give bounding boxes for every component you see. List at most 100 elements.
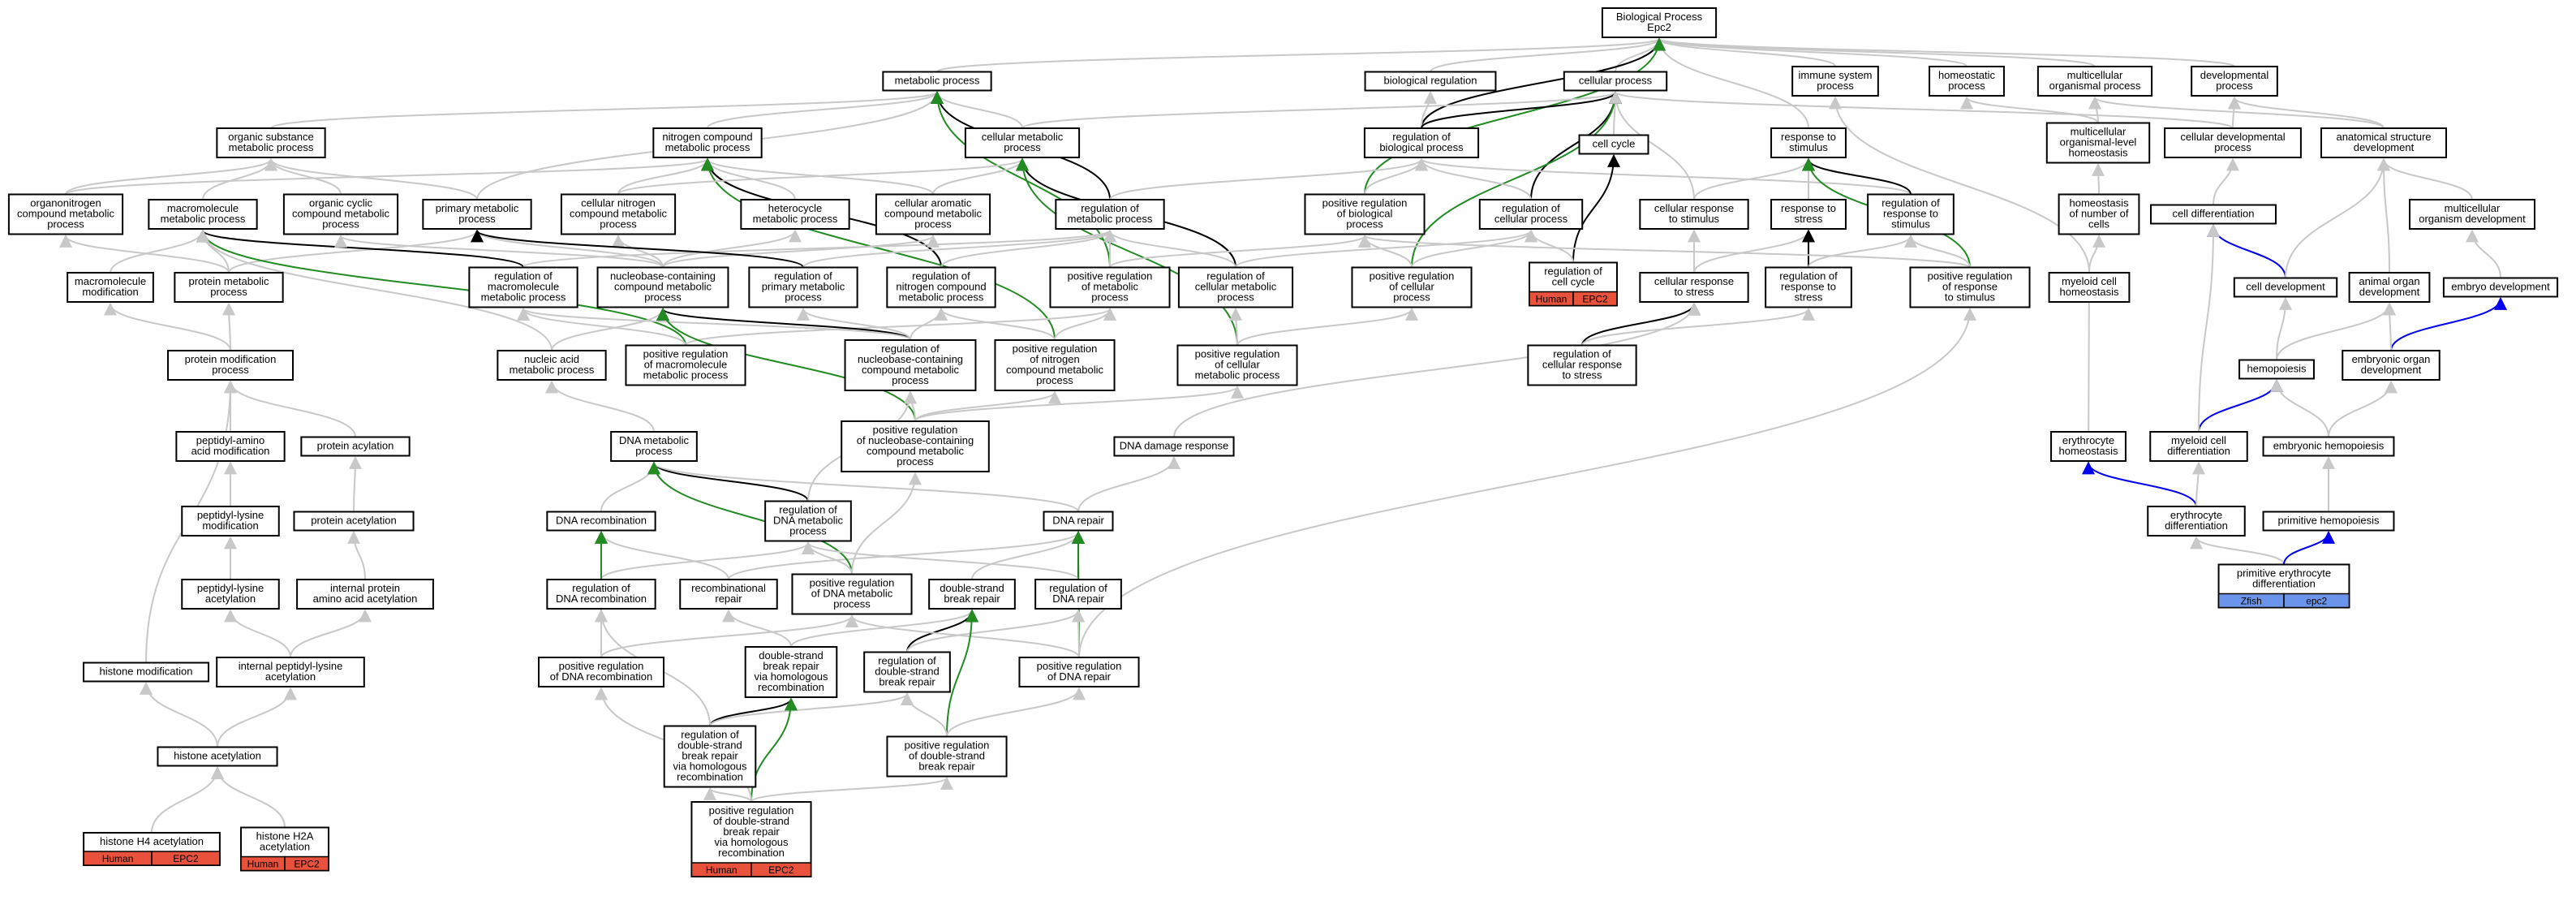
node-histoneacet[interactable]: histone acetylation [157, 746, 278, 767]
edge-metabolic-to-bp [936, 37, 1666, 73]
node-bioreg[interactable]: biological regulation [1364, 71, 1497, 92]
node-hemopoiesis[interactable]: hemopoiesis [2238, 359, 2315, 380]
node-protacet[interactable]: protein acetylation [293, 511, 415, 532]
node-dnadamage[interactable]: DNA damage response [1113, 436, 1235, 457]
node-dnarecomb[interactable]: DNA recombination [546, 511, 656, 532]
node-cellcycle[interactable]: cell cycle [1578, 134, 1649, 155]
node-celldiff[interactable]: cell differentiation [2150, 204, 2277, 225]
node-label-line: recombination [758, 681, 824, 693]
node-embryodev[interactable]: embryo development [2442, 277, 2559, 298]
node-cellproc[interactable]: cellular process [1563, 71, 1668, 92]
node-metabolic[interactable]: metabolic process [882, 71, 992, 92]
edge-multiorg-to-bp [1653, 37, 2096, 67]
node-embryohemo[interactable]: embryonic hemopoiesis [2262, 436, 2395, 457]
node-protacyl[interactable]: protein acylation [300, 436, 411, 457]
node-dnarepair[interactable]: DNA repair [1043, 511, 1114, 532]
node-histonemod[interactable]: histone modification [83, 662, 209, 683]
node-label-line: nucleobase-containing [858, 353, 963, 365]
node-regnucleobase[interactable]: regulation ofnucleobase-containingcompou… [844, 339, 977, 391]
node-label-line: of number of [2070, 208, 2129, 220]
node-label-line: cell cycle [1552, 276, 1595, 288]
node-primeryth[interactable]: primitive erythrocytedifferentiationZfis… [2217, 563, 2350, 609]
node-celldev[interactable]: cell development [2233, 277, 2338, 298]
node-primhemo[interactable]: primitive hemopoiesis [2262, 511, 2395, 532]
